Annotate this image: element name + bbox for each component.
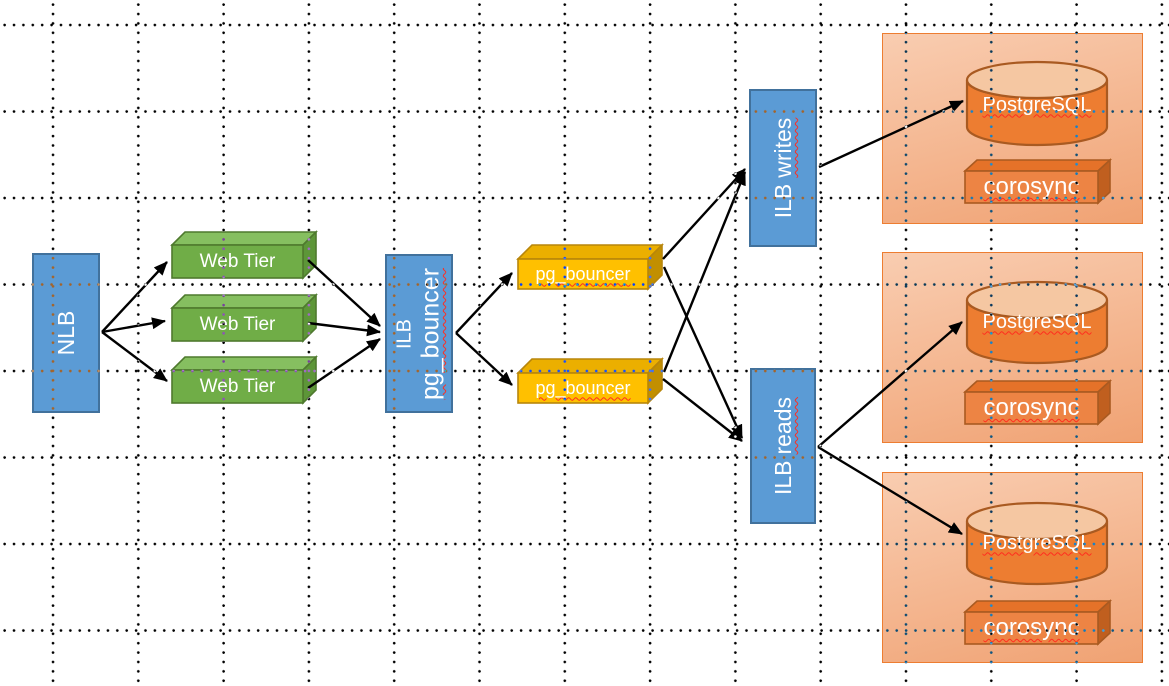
edge-ilb-pg-bouncer-top bbox=[455, 272, 513, 334]
web-tier-3-label: Web Tier bbox=[199, 375, 276, 397]
ilb-pg-bouncer-label-line1: ILB bbox=[393, 318, 416, 350]
web-tier-2-top-face bbox=[170, 294, 318, 309]
corosync-3-label: corosync bbox=[983, 613, 1080, 641]
pg-bouncer-top-label: pg_bouncer bbox=[535, 263, 631, 284]
edge-ilb-reads-postgresql-3 bbox=[817, 445, 963, 536]
pg-bouncer-bottom-top-face bbox=[516, 358, 664, 374]
corosync-2-label: corosync bbox=[983, 393, 1080, 421]
edge-web-tier-1-ilb bbox=[307, 259, 381, 327]
postgresql-1-label: PostgreSQL bbox=[982, 93, 1092, 116]
ilb-reads-label: ILB reads bbox=[750, 368, 816, 524]
web-tier-2-label: Web Tier bbox=[199, 313, 276, 335]
ilb-writes-label-word: writes bbox=[769, 117, 796, 178]
ilb-pg-bouncer-label-line2: pg_bouncer bbox=[416, 267, 445, 401]
edge-pg-bouncer-top-ilb-reads bbox=[662, 266, 744, 439]
ilb-pg-bouncer-label: ILB pg_bouncer bbox=[386, 255, 454, 414]
web-tier-1-label: Web Tier bbox=[199, 250, 276, 272]
pg-bouncer-bottom-label: pg_bouncer bbox=[535, 377, 631, 398]
postgresql-3-label: PostgreSQL bbox=[982, 531, 1092, 554]
edge-web-tier-3-ilb bbox=[307, 338, 381, 389]
pg-bouncer-top-top-face bbox=[516, 244, 664, 260]
web-tier-3-top-face bbox=[170, 356, 318, 371]
web-tier-1-top-face bbox=[170, 231, 318, 246]
edge-nlb-web-tier-3 bbox=[101, 331, 168, 382]
ilb-reads-label-prefix: ILB bbox=[769, 460, 796, 496]
edge-ilb-reads-postgresql-2 bbox=[817, 321, 963, 448]
edge-web-tier-2-ilb bbox=[307, 321, 381, 337]
ilb-writes-label-prefix: ILB bbox=[769, 183, 796, 219]
ilb-reads-label-word: reads bbox=[769, 396, 796, 455]
nlb-label: NLB bbox=[52, 310, 79, 356]
ilb-writes-label: ILB writes bbox=[749, 89, 817, 247]
postgresql-2-label: PostgreSQL bbox=[982, 310, 1092, 333]
edge-ilb-pg-bouncer-bottom bbox=[455, 332, 513, 386]
edge-ilb-writes-postgresql-1 bbox=[818, 99, 964, 169]
edge-pg-bouncer-bottom-ilb-writes bbox=[662, 171, 747, 373]
corosync-1-label: corosync bbox=[983, 172, 1080, 200]
edge-pg-bouncer-top-ilb-writes bbox=[662, 168, 746, 260]
